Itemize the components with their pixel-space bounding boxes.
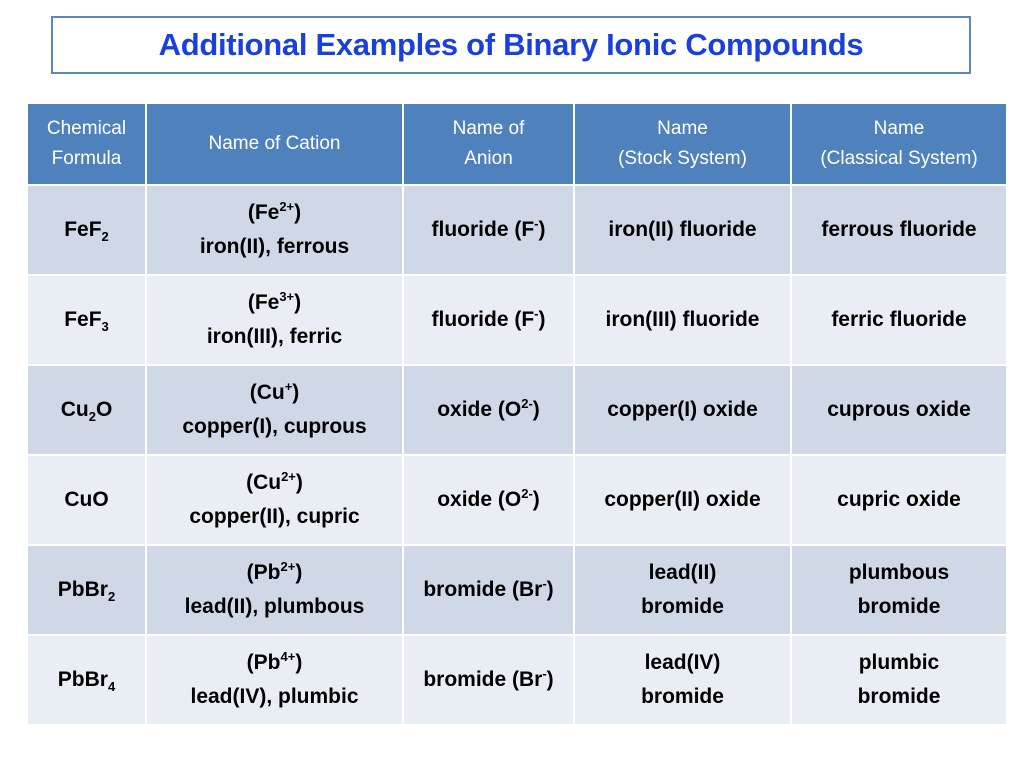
formula-cell: CuO xyxy=(26,454,147,546)
page-title: Additional Examples of Binary Ionic Comp… xyxy=(158,27,864,62)
cation-cell: (Fe2+)iron(II), ferrous xyxy=(145,184,404,276)
header-classical-name: Name(Classical System) xyxy=(790,102,1008,186)
formula-cell: PbBr2 xyxy=(26,544,147,636)
anion-cell: oxide (O2-) xyxy=(402,364,575,456)
classical-name-cell: ferrous fluoride xyxy=(790,184,1008,276)
table-row: Cu2O (Cu+)copper(I), cuprous oxide (O2-)… xyxy=(26,364,1008,456)
cation-cell: (Cu2+)copper(II), cupric xyxy=(145,454,404,546)
header-stock-name: Name(Stock System) xyxy=(573,102,792,186)
table-row: PbBr2 (Pb2+)lead(II), plumbous bromide (… xyxy=(26,544,1008,636)
anion-cell: bromide (Br-) xyxy=(402,544,575,636)
title-box: Additional Examples of Binary Ionic Comp… xyxy=(51,16,971,74)
stock-name-cell: copper(II) oxide xyxy=(573,454,792,546)
stock-name-cell: iron(III) fluoride xyxy=(573,274,792,366)
anion-cell: bromide (Br-) xyxy=(402,634,575,726)
anion-cell: fluoride (F-) xyxy=(402,184,575,276)
table-row: PbBr4 (Pb4+)lead(IV), plumbic bromide (B… xyxy=(26,634,1008,726)
anion-cell: fluoride (F-) xyxy=(402,274,575,366)
formula-cell: Cu2O xyxy=(26,364,147,456)
cation-cell: (Pb4+)lead(IV), plumbic xyxy=(145,634,404,726)
stock-name-cell: copper(I) oxide xyxy=(573,364,792,456)
cation-cell: (Pb2+)lead(II), plumbous xyxy=(145,544,404,636)
table-row: FeF3 (Fe3+)iron(III), ferric fluoride (F… xyxy=(26,274,1008,366)
stock-name-cell: iron(II) fluoride xyxy=(573,184,792,276)
header-cation: Name of Cation xyxy=(145,102,404,186)
formula-cell: PbBr4 xyxy=(26,634,147,726)
table-row: CuO (Cu2+)copper(II), cupric oxide (O2-)… xyxy=(26,454,1008,546)
formula-cell: FeF3 xyxy=(26,274,147,366)
stock-name-cell: lead(II)bromide xyxy=(573,544,792,636)
classical-name-cell: cuprous oxide xyxy=(790,364,1008,456)
table-row: FeF2 (Fe2+)iron(II), ferrous fluoride (F… xyxy=(26,184,1008,276)
cation-cell: (Fe3+)iron(III), ferric xyxy=(145,274,404,366)
stock-name-cell: lead(IV)bromide xyxy=(573,634,792,726)
classical-name-cell: ferric fluoride xyxy=(790,274,1008,366)
classical-name-cell: cupric oxide xyxy=(790,454,1008,546)
cation-cell: (Cu+)copper(I), cuprous xyxy=(145,364,404,456)
formula-cell: FeF2 xyxy=(26,184,147,276)
anion-cell: oxide (O2-) xyxy=(402,454,575,546)
